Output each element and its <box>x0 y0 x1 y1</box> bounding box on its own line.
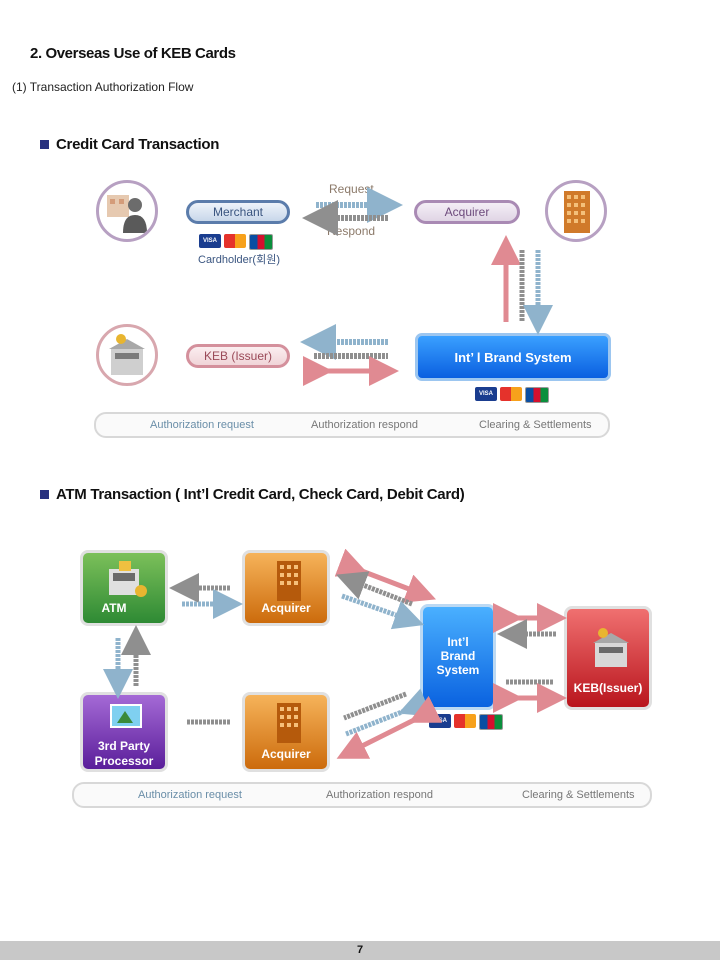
mastercard-logo-icon <box>224 234 246 248</box>
jcb-logo-icon <box>525 387 549 403</box>
cardholder-label: Cardholder(회원) <box>198 254 280 266</box>
acquirer-building-icon <box>277 703 301 743</box>
respond-label: Respond <box>327 224 376 238</box>
brand-card-logos: VISA <box>475 387 549 403</box>
atm-node: ATM <box>80 550 168 626</box>
atm-legend: Authorization request Authorization resp… <box>72 782 652 808</box>
visa-logo-icon: VISA <box>475 387 497 401</box>
merchant-person-icon <box>96 180 158 242</box>
acquirer-building-icon <box>277 561 301 601</box>
keb-issuer-node: KEB(Issuer) <box>564 606 652 710</box>
jcb-logo-icon <box>479 714 503 730</box>
processor-window-icon <box>110 704 142 728</box>
jcb-logo-icon <box>249 234 273 250</box>
acquirer-node: Acquirer <box>414 200 520 224</box>
merchant-node: Merchant <box>186 200 290 224</box>
bank-building-icon <box>96 324 158 386</box>
acquirer-top-node: Acquirer <box>242 550 330 626</box>
intl-brand-system-node: Int’ l Brand System <box>415 333 611 381</box>
atm-section-title: ATM Transaction ( Int’l Credit Card, Che… <box>40 486 465 503</box>
page-subheading: (1) Transaction Authorization Flow <box>12 80 194 94</box>
request-label: Request <box>329 182 374 196</box>
credit-section-title: Credit Card Transaction <box>40 136 219 153</box>
bank-building-icon <box>593 628 629 667</box>
acquirer-bottom-node: Acquirer <box>242 692 330 772</box>
bullet-square-icon <box>40 140 49 149</box>
intl-brand-system-node: Int’l Brand System <box>420 604 496 710</box>
third-party-processor-node: 3rd Party Processor <box>80 692 168 772</box>
mastercard-logo-icon <box>500 387 522 401</box>
credit-legend: Authorization request Authorization resp… <box>94 412 610 438</box>
visa-logo-icon: VISA <box>199 234 221 248</box>
page-heading: 2. Overseas Use of KEB Cards <box>30 45 236 62</box>
acquirer-building-icon <box>545 180 607 242</box>
page-number: 7 <box>0 941 720 960</box>
atm-flow-arrows <box>96 548 567 805</box>
atm-machine-icon <box>109 561 147 597</box>
merchant-card-logos: VISA <box>199 234 273 250</box>
mastercard-logo-icon <box>454 714 476 728</box>
keb-issuer-node: KEB (Issuer) <box>186 344 290 368</box>
bullet-square-icon <box>40 490 49 499</box>
